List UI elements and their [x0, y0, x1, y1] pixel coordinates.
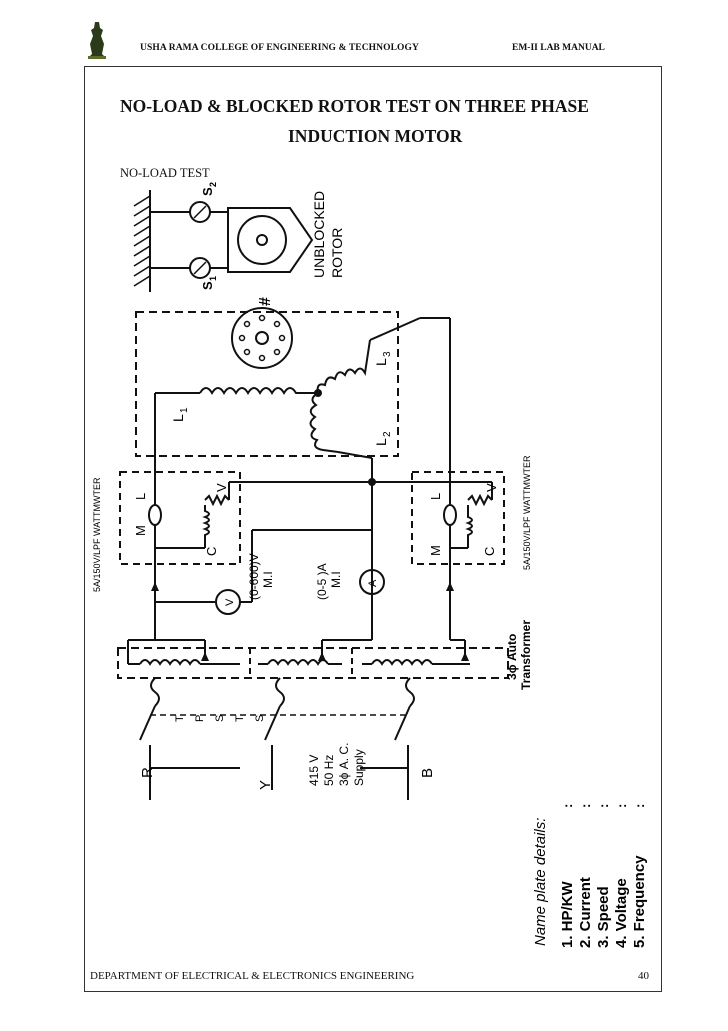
page-title-line1: NO-LOAD & BLOCKED ROTOR TEST ON THREE PH… — [120, 96, 589, 116]
autotx-coil-b — [371, 659, 433, 666]
label-l3-sub: 3 — [382, 351, 393, 357]
rotor-label-line1: UNBLOCKED — [311, 191, 327, 278]
ammeter-circle — [359, 569, 385, 595]
header-manual-name: EM-II LAB MANUAL — [512, 43, 605, 53]
tpst-letter-5: S — [254, 715, 266, 722]
wattmeter-right-box — [411, 471, 505, 565]
voltmeter-range: (0-600)V — [247, 553, 261, 600]
supply-line-4: Supply — [352, 749, 366, 786]
motor-enclosure — [135, 311, 399, 457]
terminal-plate — [231, 307, 293, 369]
supply-line-3: 3ϕ A. C. — [337, 743, 351, 786]
wattmeter-left-v: V — [214, 483, 229, 492]
ammeter-range: (0-5 )A — [315, 563, 329, 600]
wattmeter-right-pressure-coil — [465, 505, 473, 548]
autotransformer-label-line1: 3ϕ Auto — [505, 634, 519, 680]
tpst-letter-2: P — [194, 715, 206, 722]
wattmeter-left-current-coil — [148, 504, 162, 526]
wattmeter-left-l: L — [133, 493, 148, 500]
autotransformer-label-line2: Transformer — [519, 620, 533, 690]
winding-l2 — [309, 392, 339, 453]
ammeter-symbol: A — [367, 579, 379, 587]
winding-l1 — [199, 387, 318, 395]
supply-line-2: 50 Hz — [322, 755, 336, 786]
college-logo — [88, 22, 106, 59]
switch-blade-r — [139, 705, 156, 741]
tpst-letter-3: S — [214, 715, 226, 722]
wattmeter-left-c: C — [204, 547, 219, 556]
nameplate-colon-5: : — [632, 804, 647, 808]
switch-blade-b — [394, 705, 411, 741]
wattmeter-right-label: 5A/150V/LPF WATTMWTER — [522, 455, 532, 570]
voltmeter-type: M.I — [261, 571, 275, 588]
label-l2-sub: 2 — [382, 431, 393, 437]
nameplate-colon-1: : — [560, 804, 575, 808]
nameplate-colon-4: : — [614, 804, 629, 808]
label-l1: L — [170, 414, 186, 422]
ammeter-type: M.I — [329, 571, 343, 588]
section-heading: NO-LOAD TEST — [120, 166, 210, 180]
wattmeter-left-box — [119, 471, 241, 565]
rotor-pulley — [237, 215, 287, 265]
winding-l3 — [316, 339, 371, 394]
wattmeter-left-pressure-coil — [202, 505, 210, 548]
nameplate-colon-3: : — [596, 804, 611, 808]
label-s1-sub: 1 — [208, 276, 218, 281]
phase-label-r: R — [139, 767, 156, 778]
label-hash: # — [257, 297, 274, 306]
page-border — [84, 66, 662, 992]
nameplate-item-1: 1. HP/KW — [559, 880, 576, 948]
wattmeter-right-l: L — [428, 493, 443, 500]
phase-label-b: B — [419, 768, 436, 778]
autotx-coil-r — [139, 659, 201, 666]
nameplate-item-3: 3. Speed — [595, 886, 612, 948]
autotx-coil-y — [267, 659, 329, 666]
fuse-b — [405, 677, 415, 707]
label-s2: S — [200, 187, 215, 196]
label-l2: L — [373, 438, 389, 446]
wattmeter-left-m: M — [133, 525, 148, 536]
nameplate-heading: Name plate details: — [532, 818, 549, 946]
ground-hatch — [133, 195, 151, 287]
tpst-letter-1: T — [174, 715, 186, 722]
autotransformer-box — [117, 647, 509, 679]
fuse-r — [150, 677, 160, 707]
label-l3: L — [373, 358, 389, 366]
nameplate-item-5: 5. Frequency — [631, 855, 648, 948]
fuse-y — [275, 677, 285, 707]
page-title-line2: INDUCTION MOTOR — [288, 126, 463, 146]
label-s2-sub: 2 — [208, 182, 218, 187]
nameplate-item-2: 2. Current — [577, 877, 594, 948]
supply-line-1: 415 V — [307, 755, 321, 786]
wattmeter-right-v: V — [484, 483, 499, 492]
nameplate-colon-2: : — [578, 804, 593, 808]
wattmeter-right-m: M — [428, 545, 443, 556]
pulley-housing — [227, 207, 314, 273]
footer-department: DEPARTMENT OF ELECTRICAL & ELECTRONICS E… — [90, 970, 415, 982]
tpst-letter-4: T — [234, 715, 246, 722]
page-number: 40 — [638, 970, 649, 982]
phase-label-y: Y — [257, 780, 274, 790]
switch-blade-y — [264, 705, 281, 741]
wattmeter-right-c: C — [482, 547, 497, 556]
label-s1: S — [200, 281, 215, 290]
voltmeter-symbol: V — [224, 598, 236, 606]
header-college-name: USHA RAMA COLLEGE OF ENGINEERING & TECHN… — [140, 43, 419, 53]
rotor-label-line2: ROTOR — [329, 228, 345, 278]
wattmeter-left-label: 5A/150V/LPF WATTMWTER — [92, 477, 102, 592]
wattmeter-right-current-coil — [443, 504, 457, 526]
nameplate-item-4: 4. Voltage — [613, 878, 630, 948]
label-l1-sub: 1 — [179, 407, 190, 413]
